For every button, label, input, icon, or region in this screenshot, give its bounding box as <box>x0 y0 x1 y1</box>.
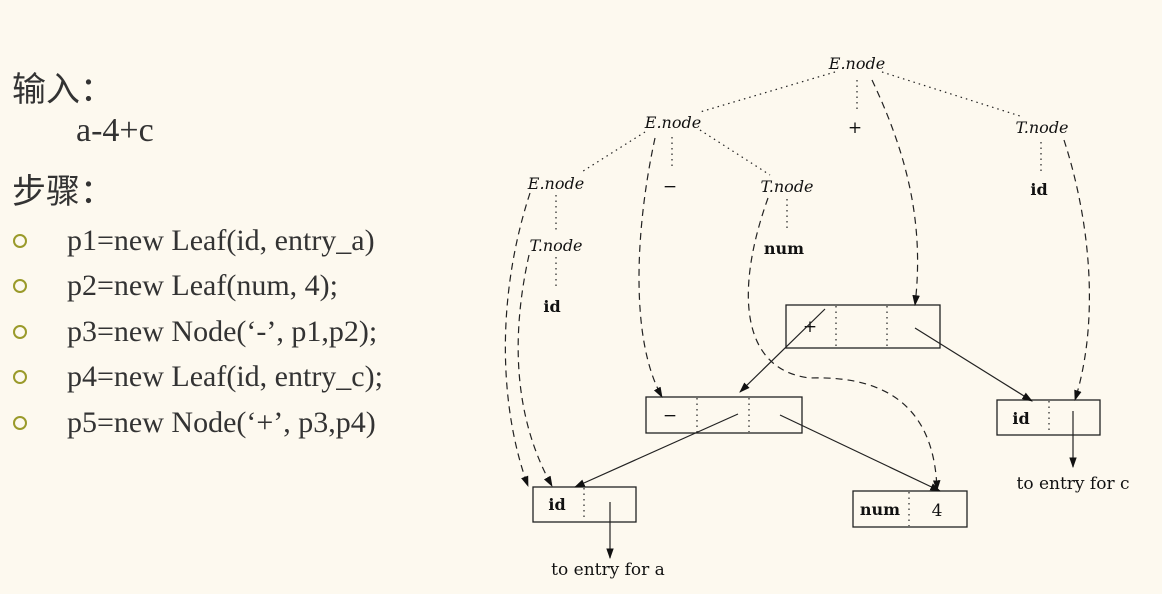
leaf-a-box: id <box>532 486 637 523</box>
step-item: p3=new Node(‘-’, p1,p2); <box>0 309 383 355</box>
plus-node-box: + <box>785 304 941 349</box>
parse-node-num: num <box>764 239 804 258</box>
step-text: p1=new Leaf(id, entry_a) <box>67 223 375 257</box>
step-item: p2=new Leaf(num, 4); <box>0 264 383 310</box>
leaf-a-label: id <box>548 495 565 514</box>
steps-heading: 步骤： <box>12 174 114 211</box>
parse-node-t-left: T.node <box>529 236 582 255</box>
plus-node-op: + <box>803 317 817 337</box>
entry-c-label: to entry for c <box>1016 474 1129 494</box>
leaf-num-box: num 4 <box>852 490 968 528</box>
parse-node-t-right: T.node <box>1015 118 1068 137</box>
node-pointer-arrows <box>504 79 1091 492</box>
step-item: p4=new Leaf(id, entry_c); <box>0 355 383 401</box>
step-item: p5=new Node(‘+’, p3,p4) <box>0 400 383 446</box>
step-item: p1=new Leaf(id, entry_a) <box>0 218 383 264</box>
input-heading: 输入： <box>12 72 114 109</box>
bullet-circle-icon <box>13 370 27 385</box>
leaf-c-box: id <box>996 399 1101 436</box>
parse-node-id-right: id <box>1030 180 1047 199</box>
step-text: p5=new Node(‘+’, p3,p4) <box>67 405 376 439</box>
entry-a-label: to entry for a <box>551 560 665 580</box>
parse-node-e-left: E.node <box>527 174 584 193</box>
leaf-num-label: num <box>860 500 900 519</box>
parse-node-minus: − <box>663 177 677 197</box>
minus-node-box: − <box>645 396 803 434</box>
parse-node-t-mid: T.node <box>760 177 813 196</box>
bullet-circle-icon <box>13 279 27 294</box>
bullet-circle-icon <box>13 415 27 430</box>
steps-list: p1=new Leaf(id, entry_a) p2=new Leaf(num… <box>0 218 383 446</box>
bullet-circle-icon <box>13 324 27 339</box>
minus-node-op: − <box>663 406 677 426</box>
parse-tree-edges <box>555 71 1042 290</box>
syntax-tree-edges <box>574 308 1077 560</box>
step-text: p3=new Node(‘-’, p1,p2); <box>67 314 378 348</box>
parse-node-id-left: id <box>543 297 560 316</box>
step-text: p2=new Leaf(num, 4); <box>67 269 338 303</box>
parse-node-e-mid: E.node <box>644 113 701 132</box>
parse-node-root: E.node <box>828 54 885 73</box>
leaf-num-value: 4 <box>932 501 943 521</box>
input-expression: a-4+c <box>76 112 154 149</box>
step-text: p4=new Leaf(id, entry_c); <box>67 360 383 394</box>
parse-node-plus: + <box>848 118 862 138</box>
bullet-circle-icon <box>13 233 27 248</box>
leaf-c-label: id <box>1012 409 1029 428</box>
